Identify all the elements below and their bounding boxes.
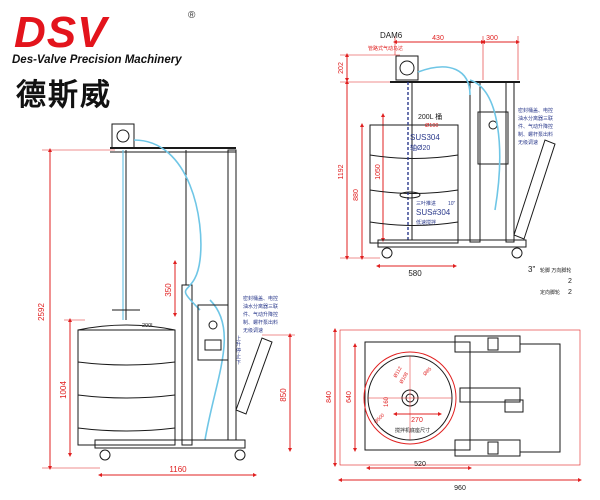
- top-dim-r1: Ø112: [393, 366, 404, 379]
- svg-text:上: 上: [236, 335, 241, 342]
- front-control-box: [197, 304, 229, 361]
- side-model: DAM6: [380, 31, 403, 40]
- svg-text:件、气动升降控: 件、气动升降控: [518, 123, 553, 130]
- side-dim-top-left: 430: [432, 35, 444, 42]
- side-dim-barrel: 880: [353, 189, 360, 201]
- front-view: [42, 123, 295, 477]
- svg-text:无级调速: 无级调速: [518, 139, 538, 146]
- front-barrel: [77, 329, 176, 446]
- side-dim-pump: 202: [338, 62, 345, 74]
- top-handle: [520, 343, 561, 453]
- top-dim-total-width: 960: [454, 485, 466, 492]
- top-dim-height-outer: 840: [326, 391, 333, 403]
- registered-mark: ®: [188, 10, 196, 21]
- svg-text:油水分离器三联: 油水分离器三联: [243, 303, 278, 310]
- top-dim-small: 160: [384, 396, 390, 407]
- side-hose: [417, 66, 471, 96]
- front-mast-left: [181, 284, 193, 446]
- top-view-label: 搅拌机底座尺寸: [395, 427, 430, 434]
- front-control-tags: 上 升 停 止 下: [236, 335, 241, 366]
- svg-text:停: 停: [236, 347, 241, 354]
- svg-text:油水分离器三联: 油水分离器三联: [518, 115, 553, 122]
- side-dim-inner: 1050: [375, 164, 382, 180]
- svg-text:密封桶盖、电控: 密封桶盖、电控: [518, 107, 553, 114]
- top-barrel-circle: [363, 351, 457, 445]
- side-caster-note: 轮脚 万向脚轮: [540, 267, 571, 274]
- svg-text:制、螺杆泵出料: 制、螺杆泵出料: [518, 131, 553, 138]
- top-dim-inner-width: 270: [411, 417, 423, 424]
- front-base: [94, 439, 246, 449]
- side-label-blade: 三叶推进: [416, 200, 436, 207]
- svg-text:止: 止: [236, 353, 241, 360]
- front-handle: [235, 337, 273, 415]
- side-label-blade-speed: 低速搅拌: [416, 219, 436, 226]
- dim-front-height: 2592: [37, 303, 46, 321]
- side-dim-total: 1192: [338, 164, 345, 179]
- svg-text:无级调速: 无级调速: [243, 327, 263, 334]
- top-dim-height-inner: 640: [346, 391, 353, 403]
- side-label-barrel: 200L 桶: [418, 112, 442, 121]
- side-control-box: [477, 111, 509, 165]
- side-caster-count-1: 2: [568, 278, 572, 285]
- front-mast-right: [227, 149, 237, 441]
- front-hose: [133, 139, 202, 311]
- side-caster-count-2: 2: [568, 289, 572, 296]
- dim-front-stroke: 350: [164, 283, 173, 297]
- svg-text:件、气动升降控: 件、气动升降控: [243, 311, 278, 318]
- top-rail-lower: [454, 439, 521, 457]
- side-view: [340, 36, 556, 268]
- side-handle: [513, 139, 556, 240]
- dim-front-barrel: 1004: [59, 381, 68, 399]
- front-motor: [111, 123, 135, 149]
- side-caster-size: 3": [528, 265, 535, 274]
- side-barrel: [369, 124, 459, 244]
- side-label-blade-size: 10": [448, 201, 456, 207]
- side-side-note: 密封桶盖、电控 油水分离器三联 件、气动升降控 制、螺杆泵出料 无级调速: [518, 107, 553, 146]
- side-motor: [395, 55, 419, 81]
- top-dim-r3: Ø108: [399, 371, 410, 385]
- side-label-dia: Ø100: [425, 123, 438, 129]
- side-base: [377, 239, 527, 248]
- svg-text:升: 升: [236, 341, 241, 348]
- svg-text:下: 下: [236, 360, 241, 366]
- brand-logo: DSV ® Des-Valve Precision Machinery 德斯威: [4, 6, 196, 113]
- company-name-en: Des-Valve Precision Machinery: [12, 54, 182, 66]
- side-label-shaft: 轴Ø20: [410, 143, 430, 152]
- top-dim-r2: Ø85: [422, 366, 433, 377]
- top-view: [333, 328, 582, 482]
- dim-front-width: 1160: [169, 465, 187, 474]
- svg-text:密封桶盖、电控: 密封桶盖、电控: [243, 295, 278, 302]
- front-barrel-label: 200L: [142, 323, 154, 329]
- top-dim-barrel-dia: 520: [414, 461, 426, 468]
- top-dim-r4: Ø500: [373, 412, 386, 425]
- top-base-plate: [364, 341, 471, 451]
- side-dim-top-right: 300: [486, 35, 498, 42]
- svg-text:制、螺杆泵出料: 制、螺杆泵出料: [243, 319, 278, 326]
- top-frame-outer: [339, 329, 581, 466]
- front-side-note: 密封桶盖、电控 油水分离器三联 件、气动升降控 制、螺杆泵出料 无级调速: [243, 295, 278, 334]
- side-caster-note-2: 定向脚轮: [540, 289, 560, 296]
- dim-front-cart: 850: [279, 388, 288, 402]
- brand-logo-text: DSV: [14, 8, 108, 57]
- side-dim-base: 580: [408, 269, 422, 278]
- company-name-cn: 德斯威: [16, 78, 112, 113]
- side-label-air: 管路式气动马达: [368, 45, 403, 52]
- side-label-material: SUS304: [410, 133, 440, 142]
- side-label-blade-material: SUS#304: [416, 208, 451, 217]
